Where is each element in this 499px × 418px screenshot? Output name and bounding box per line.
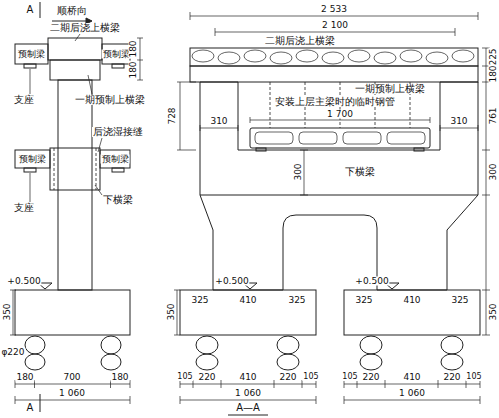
dimension-label: 1 060 <box>58 389 86 398</box>
dimension-label: 410 <box>402 296 421 305</box>
dimension-label: 105 <box>302 373 319 381</box>
dimension-label: 1 060 <box>398 389 426 398</box>
dimension-label: 325 <box>190 296 209 305</box>
dimension-label: 350 <box>3 302 12 321</box>
part-label: 安装上层主梁时的临时钢管 <box>274 97 396 107</box>
dimension-label: 410 <box>402 373 421 382</box>
dimension-label: 220 <box>361 373 380 382</box>
part-label: 预制梁 <box>17 50 46 59</box>
elevation-view <box>13 2 143 412</box>
elevation-label: +0.500 <box>354 277 389 286</box>
dimension-label: 1 060 <box>234 389 262 398</box>
dimension-label: 300 <box>294 162 303 181</box>
dimension-label: 325 <box>450 296 469 305</box>
part-label: 下横梁 <box>102 195 134 205</box>
part-label: 下横梁 <box>344 167 376 177</box>
part-label: 预制梁 <box>102 50 131 59</box>
section-title: A—A <box>235 403 261 413</box>
dimension-label: 2 100 <box>321 21 349 30</box>
part-label: 支座 <box>13 95 35 105</box>
dimension-label: 180 <box>129 39 138 58</box>
part-label: 预制梁 <box>101 155 130 164</box>
part-label: 一期预制上横梁 <box>354 84 426 94</box>
dimension-label: 325 <box>354 296 373 305</box>
dimension-label: 180 <box>129 60 138 79</box>
dimension-label: 325 <box>287 296 306 305</box>
dimension-label: 2 533 <box>320 5 348 14</box>
dimension-label: 350 <box>167 302 176 321</box>
dimension-label: 410 <box>238 296 257 305</box>
dimension-label: 350 <box>489 302 498 321</box>
dimension-label: 180 <box>110 373 129 382</box>
dimension-label: 1 700 <box>326 110 354 119</box>
section-mark: A <box>26 403 35 413</box>
dimension-label: 310 <box>449 117 468 126</box>
part-label: 预制梁 <box>18 155 47 164</box>
dimension-label: 105 <box>465 373 482 381</box>
dimension-label: 220 <box>197 373 216 382</box>
dimension-label: 180 <box>15 373 34 382</box>
section-view <box>10 12 490 415</box>
dimension-label: 105 <box>341 373 358 381</box>
part-label: 二期后浇上横梁 <box>49 23 121 33</box>
dimension-label: 761 <box>489 106 498 125</box>
dimension-label: 310 <box>209 117 228 126</box>
dimension-label: 700 <box>62 373 81 382</box>
elevation-label: +0.500 <box>6 277 41 286</box>
part-label: 支座 <box>13 203 35 213</box>
dimension-label: 220 <box>278 373 297 382</box>
dimension-label: φ220 <box>0 348 25 357</box>
dimension-label: 300 <box>489 162 498 181</box>
part-label: 一期预制上横梁 <box>74 95 146 105</box>
section-mark: A <box>26 5 35 15</box>
dimension-label: 410 <box>238 373 257 382</box>
dimension-label: 180 <box>489 64 498 83</box>
elevation-label: +0.500 <box>214 277 249 286</box>
part-label: 后浇湿接缝 <box>92 127 144 137</box>
dimension-label: 105 <box>176 373 193 381</box>
dimension-label: 728 <box>168 106 177 125</box>
direction-label: 顺桥向 <box>56 6 88 16</box>
part-label: 二期后浇上横梁 <box>264 36 336 46</box>
dimension-label: 220 <box>442 373 461 382</box>
